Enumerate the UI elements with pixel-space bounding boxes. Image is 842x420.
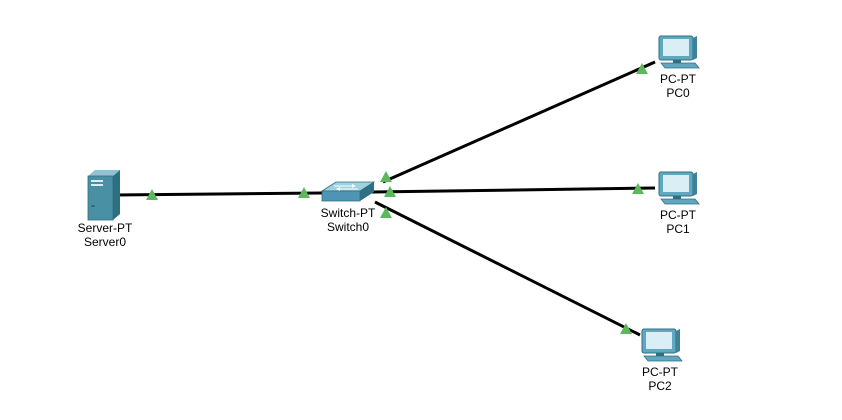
device-name-label: PC1 — [666, 222, 690, 236]
device-model-label: PC-PT — [660, 72, 697, 86]
link-up-indicator — [146, 189, 158, 200]
device-name-label: PC0 — [666, 86, 690, 100]
device-server0[interactable]: Server-PT Server0 — [78, 170, 133, 249]
device-pc1[interactable] — [658, 171, 700, 205]
device-name-label: Server0 — [84, 235, 126, 249]
link-up-indicator — [632, 183, 644, 194]
link-up-indicator — [380, 207, 392, 218]
pc-icon — [641, 328, 683, 362]
server-icon — [87, 170, 120, 221]
link-server0-switch0[interactable] — [117, 191, 323, 197]
link-up-indicator — [298, 187, 310, 198]
pc-icon — [658, 35, 700, 69]
link-up-indicator — [380, 171, 392, 182]
link-switch0-pc0[interactable] — [382, 60, 656, 184]
device-model-label: PC-PT — [660, 208, 697, 222]
device-name-label: Switch0 — [327, 220, 369, 234]
pc-icon — [658, 171, 700, 205]
link-up-indicator — [620, 323, 632, 334]
switch-icon — [320, 181, 376, 202]
link-up-indicator — [636, 63, 648, 74]
link-up-indicator — [384, 186, 396, 197]
device-model-label: Server-PT — [78, 221, 133, 235]
link-status-layer — [146, 63, 648, 334]
device-pc2[interactable] — [641, 328, 683, 362]
device-pc0[interactable] — [658, 35, 700, 69]
link-switch0-pc1[interactable] — [371, 186, 656, 194]
link-switch0-pc2[interactable] — [374, 200, 641, 337]
device-model-label: Switch-PT — [321, 206, 376, 220]
device-name-label: PC2 — [648, 379, 672, 393]
device-model-label: PC-PT — [642, 365, 679, 379]
links-layer — [117, 60, 656, 337]
device-switch0[interactable]: Switch-PT Switch0 — [320, 181, 376, 234]
